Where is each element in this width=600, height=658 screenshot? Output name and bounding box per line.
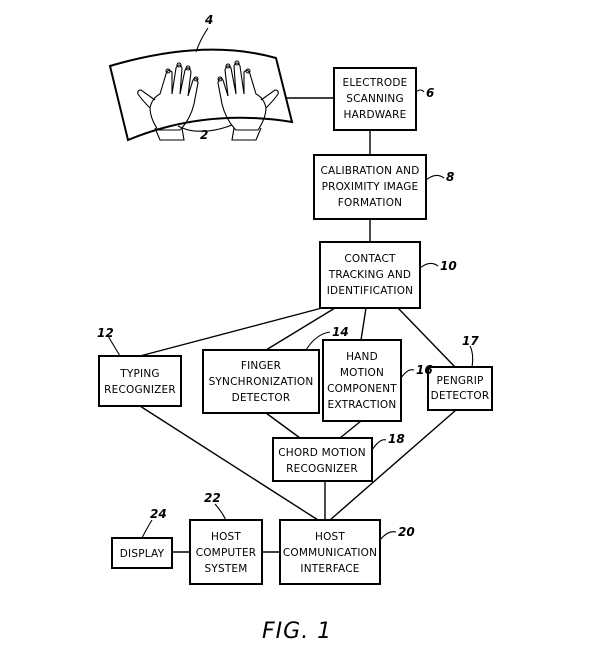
ref-hands: 2 bbox=[200, 128, 208, 142]
electrode-scanning-box bbox=[333, 67, 417, 131]
host-computer-box bbox=[189, 519, 263, 585]
typing-label-2: RECOGNIZER bbox=[104, 384, 176, 396]
finger-label-3: DETECTOR bbox=[232, 392, 291, 404]
ref-20: 20 bbox=[398, 525, 415, 539]
reference-leaders bbox=[107, 89, 474, 541]
ref-8: 8 bbox=[446, 170, 454, 184]
typing-recognizer-box bbox=[98, 355, 182, 407]
ref-12: 12 bbox=[97, 326, 114, 340]
calibration-label-3: FORMATION bbox=[338, 197, 402, 209]
contact-tracking-box bbox=[319, 241, 421, 309]
chord-label-1: CHORD MOTION bbox=[278, 447, 366, 459]
electrode-label-1: ELECTRODE bbox=[343, 77, 408, 89]
hand-label-2: MOTION bbox=[340, 367, 384, 379]
touch-surface-illustration: 4 2 bbox=[108, 13, 294, 142]
ref-24: 24 bbox=[150, 507, 167, 521]
contact-label-1: CONTACT bbox=[344, 253, 396, 265]
ref-22: 22 bbox=[204, 491, 221, 505]
calibration-label-2: PROXIMITY IMAGE bbox=[322, 181, 419, 193]
hostcomp-label-3: SYSTEM bbox=[204, 563, 247, 575]
leader-2 bbox=[177, 124, 233, 132]
hand-label-1: HAND bbox=[346, 351, 378, 363]
ref-17: 17 bbox=[462, 334, 479, 348]
ref-14: 14 bbox=[332, 325, 349, 339]
hand-label-3: COMPONENT bbox=[327, 383, 397, 395]
right-hand-icon bbox=[217, 60, 279, 141]
typing-label-1: TYPING bbox=[119, 368, 159, 380]
contact-label-3: IDENTIFICATION bbox=[327, 285, 413, 297]
calibration-label-1: CALIBRATION AND bbox=[321, 165, 420, 177]
hand-label-4: EXTRACTION bbox=[328, 399, 397, 411]
display-label: DISPLAY bbox=[120, 548, 165, 560]
pengrip-label-1: PENGRIP bbox=[436, 375, 483, 387]
ref-18: 18 bbox=[388, 432, 405, 446]
finger-label-1: FINGER bbox=[241, 360, 281, 372]
electrode-label-3: HARDWARE bbox=[344, 109, 407, 121]
ref-16: 16 bbox=[416, 363, 433, 377]
finger-sync-box bbox=[202, 349, 320, 414]
touch-surface bbox=[108, 48, 294, 142]
hostcomm-label-2: COMMUNICATION bbox=[283, 547, 377, 559]
figure-caption: FIG. 1 bbox=[262, 619, 332, 644]
hostcomp-label-2: COMPUTER bbox=[196, 547, 257, 559]
hostcomm-label-1: HOST bbox=[315, 531, 345, 543]
host-communication-box bbox=[279, 519, 381, 585]
calibration-box bbox=[313, 154, 427, 220]
connectors bbox=[139, 97, 457, 553]
finger-label-2: SYNCHRONIZATION bbox=[209, 376, 314, 388]
electrode-label-2: SCANNING bbox=[346, 93, 404, 105]
pengrip-box bbox=[427, 366, 493, 411]
chord-motion-box bbox=[272, 437, 373, 482]
leader-4 bbox=[195, 27, 209, 53]
ref-6: 6 bbox=[426, 86, 434, 100]
ref-10: 10 bbox=[440, 259, 457, 273]
chord-label-2: RECOGNIZER bbox=[286, 463, 358, 475]
left-hand-icon bbox=[137, 62, 199, 141]
hand-motion-box bbox=[322, 339, 402, 422]
pengrip-label-2: DETECTOR bbox=[431, 390, 490, 402]
hostcomp-label-1: HOST bbox=[211, 531, 241, 543]
ref-surface: 4 bbox=[204, 13, 213, 27]
contact-label-2: TRACKING AND bbox=[328, 269, 411, 281]
hostcomm-label-3: INTERFACE bbox=[300, 563, 359, 575]
